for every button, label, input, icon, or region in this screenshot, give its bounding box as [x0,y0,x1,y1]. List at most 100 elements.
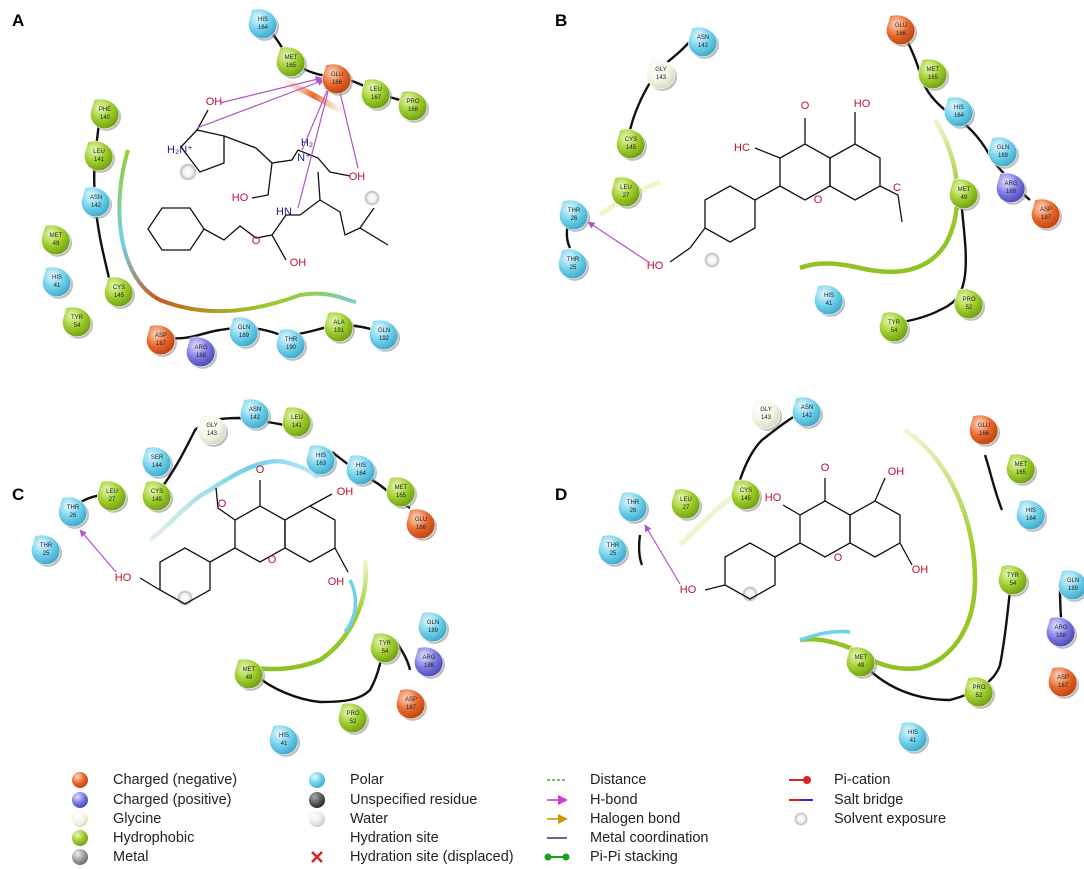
residue-name: HIS [316,453,326,459]
residue-name: HIS [52,275,62,281]
residue-his-163: HIS 163 [306,444,338,477]
legend: Charged (negative)Charged (positive)Glyc… [72,772,946,865]
panel-label-c: C [12,485,24,504]
residue-name: ASP [155,333,167,339]
legend-label: Solvent exposure [834,811,946,827]
legend-item-unspecified-residue: Unspecified residue [309,792,477,808]
residue-name: HIS [824,293,834,299]
atom-label: O [814,194,823,206]
residue-name: GLN [427,620,439,626]
residue-thr-26: THR 26 [58,496,90,529]
residue-name: THR [67,505,80,511]
atom-label: O [252,235,261,247]
pocket-outline-c [148,459,368,672]
atom-label: OH [349,171,366,183]
legend-item-pi-cation: Pi-cation [789,772,890,788]
residue-number: 145 [114,293,125,299]
residue-number: 187 [1041,215,1052,221]
atom-label: HO [232,192,249,204]
residue-name: LEU [620,185,632,191]
atom-label: HC [734,142,750,154]
residue-name: LEU [291,415,303,421]
residue-name: HIS [908,730,918,736]
cross-icon [311,851,323,863]
residue-name: HIS [954,105,964,111]
residue-name: GLU [415,517,427,523]
residue-name: TYR [71,315,84,321]
atom-label: HO [765,492,782,504]
residue-number: 164 [356,471,367,477]
residue-number: 188 [424,663,435,669]
residue-name: MET [1015,462,1028,468]
legend-item-polar: Polar [309,772,384,788]
residue-leu-27: LEU 27 [611,176,643,209]
panel-d: D HO O OH HO O [555,408,1064,702]
residue-number: 25 [610,551,617,557]
residue-name: LEU [93,149,105,155]
residue-number: 145 [152,497,163,503]
residue-number: 142 [250,415,261,421]
residue-number: 26 [70,513,77,519]
residue-number: 189 [428,628,439,634]
residue-name: ASN [90,195,102,201]
legend-label: Hydration site (displaced) [350,849,514,865]
residue-name: THR [567,257,580,263]
residue-number: 166 [979,431,990,437]
residue-name: GLU [978,423,990,429]
residue-number: 192 [379,336,390,342]
residue-name: HIS [356,463,366,469]
residue-name: GLU [895,23,907,29]
legend-swatch [72,792,88,808]
residue-number: 27 [109,497,116,503]
residue-name: ASP [1057,675,1069,681]
residue-number: 49 [858,663,865,669]
backbone-chains-b [565,27,1031,326]
atom-label: O [821,462,830,474]
panel-label-d: D [555,485,567,504]
residue-number: 164 [954,113,965,119]
residue-number: 167 [371,95,382,101]
residue-name: LEU [680,497,692,503]
legend-label: Metal coordination [590,830,709,846]
residue-number: 49 [246,675,253,681]
ligand-d: HO O OH HO O OH [680,462,928,602]
residue-name: GLN [997,145,1009,151]
residue-name: ARG [1004,181,1017,187]
residue-number: 142 [698,43,709,49]
residue-number: 49 [961,195,968,201]
residue-name: ASP [405,697,417,703]
atom-label: OH [206,96,223,108]
residue-thr-25: THR 25 [558,248,590,281]
legend-label: H-bond [590,792,638,808]
residue-number: 164 [1026,516,1037,522]
residue-number: 27 [623,193,630,199]
residue-number: 25 [570,265,577,271]
residue-number: 52 [350,719,357,725]
residue-number: 144 [152,463,163,469]
legend-label: Charged (positive) [113,792,231,808]
legend-item-glycine: Glycine [72,811,161,827]
residue-number: 163 [316,461,327,467]
residue-name: THR [627,500,640,506]
